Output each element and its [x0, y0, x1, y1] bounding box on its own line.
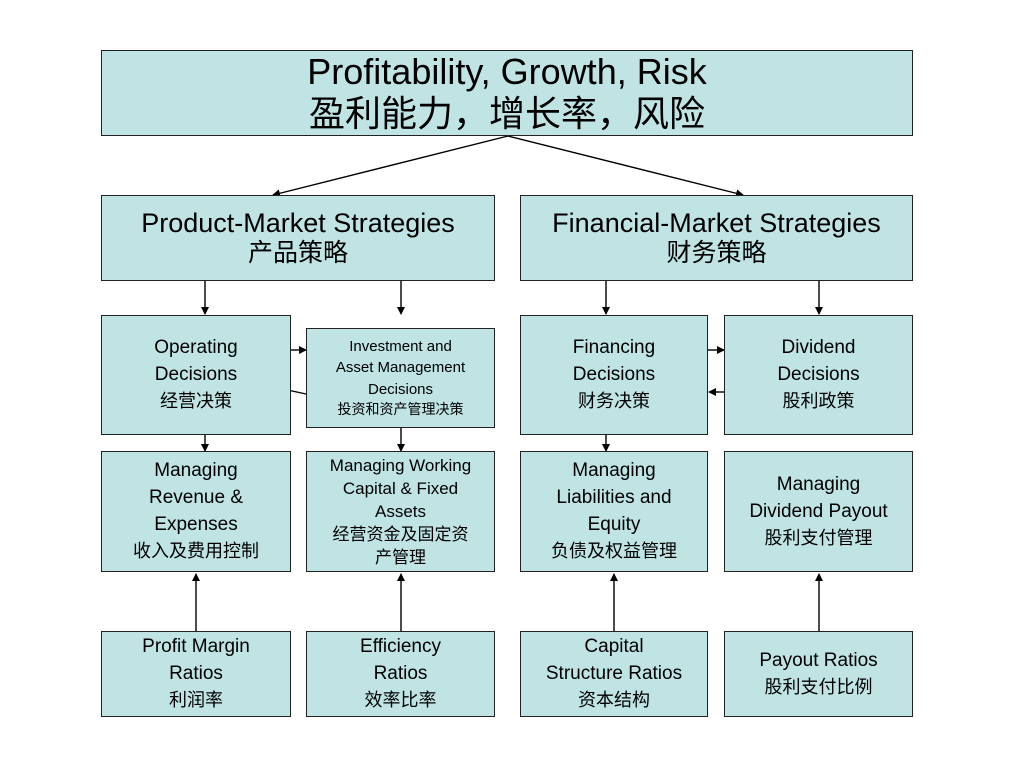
- box-label-en: Managing Dividend Payout: [749, 473, 888, 522]
- box-label-en: Operating Decisions: [154, 337, 238, 386]
- box-label-zh: 利润率: [169, 690, 223, 711]
- box-label-en: Managing Working Capital & Fixed Assets: [329, 455, 472, 521]
- investment-asset-management-box: Investment and Asset Management Decision…: [306, 328, 495, 428]
- box-label-zh: 效率比率: [364, 690, 437, 711]
- managing-revenue-expenses-box: Managing Revenue & Expenses 收入及费用控制: [101, 451, 291, 572]
- profit-margin-ratios-box: Profit Margin Ratios 利润率: [101, 631, 291, 717]
- operating-decisions-box: Operating Decisions 经营决策: [101, 315, 291, 435]
- box-label-zh: 投资和资产管理决策: [337, 401, 464, 417]
- box-label-en: Investment and Asset Management Decision…: [335, 338, 466, 398]
- box-label-en: Profit Margin Ratios: [142, 636, 250, 685]
- box-label-zh: 财务策略: [666, 239, 767, 268]
- box-label-en: Managing Revenue & Expenses: [148, 460, 243, 536]
- box-label-en: Managing Liabilities and Equity: [556, 460, 672, 536]
- efficiency-ratios-box: Efficiency Ratios 效率比率: [306, 631, 495, 717]
- financial-market-strategies-box: Financial-Market Strategies 财务策略: [520, 195, 913, 281]
- box-label-zh: 收入及费用控制: [133, 541, 259, 562]
- capital-structure-ratios-box: Capital Structure Ratios 资本结构: [520, 631, 708, 717]
- box-label-en: Capital Structure Ratios: [545, 636, 683, 685]
- managing-dividend-payout-box: Managing Dividend Payout 股利支付管理: [724, 451, 913, 572]
- managing-working-capital-box: Managing Working Capital & Fixed Assets …: [306, 451, 495, 572]
- managing-liabilities-equity-box: Managing Liabilities and Equity 负债及权益管理: [520, 451, 708, 572]
- box-label-zh: 经营决策: [160, 391, 232, 412]
- box-label-en: Financial-Market Strategies: [552, 207, 881, 238]
- box-label-zh: 股利政策: [782, 391, 855, 412]
- arrow-top-to-product: [272, 135, 509, 198]
- box-label-zh: 经营资金及固定资 产管理: [332, 525, 469, 568]
- box-label-en: Profitability, Growth, Risk: [307, 50, 707, 92]
- box-label-zh: 盈利能力，增长率，风险: [308, 93, 705, 134]
- box-label-zh: 财务决策: [578, 391, 650, 412]
- box-label-en: Financing Decisions: [572, 337, 656, 386]
- box-label-en: Dividend Decisions: [777, 337, 860, 386]
- box-label-zh: 股利支付管理: [764, 527, 873, 548]
- profitability-growth-risk-box: Profitability, Growth, Risk 盈利能力，增长率，风险: [101, 50, 913, 136]
- box-label-zh: 产品策略: [247, 239, 348, 268]
- product-market-strategies-box: Product-Market Strategies 产品策略: [101, 195, 495, 281]
- box-label-zh: 负债及权益管理: [551, 541, 677, 562]
- box-label-zh: 股利支付比例: [764, 676, 873, 697]
- box-label-en: Payout Ratios: [759, 649, 878, 671]
- financing-decisions-box: Financing Decisions 财务决策: [520, 315, 708, 435]
- dividend-decisions-box: Dividend Decisions 股利政策: [724, 315, 913, 435]
- box-label-en: Product-Market Strategies: [141, 207, 455, 238]
- payout-ratios-box: Payout Ratios 股利支付比例: [724, 631, 913, 717]
- arrow-top-to-financial: [507, 135, 744, 198]
- box-label-zh: 资本结构: [578, 690, 650, 711]
- box-label-en: Efficiency Ratios: [360, 636, 441, 685]
